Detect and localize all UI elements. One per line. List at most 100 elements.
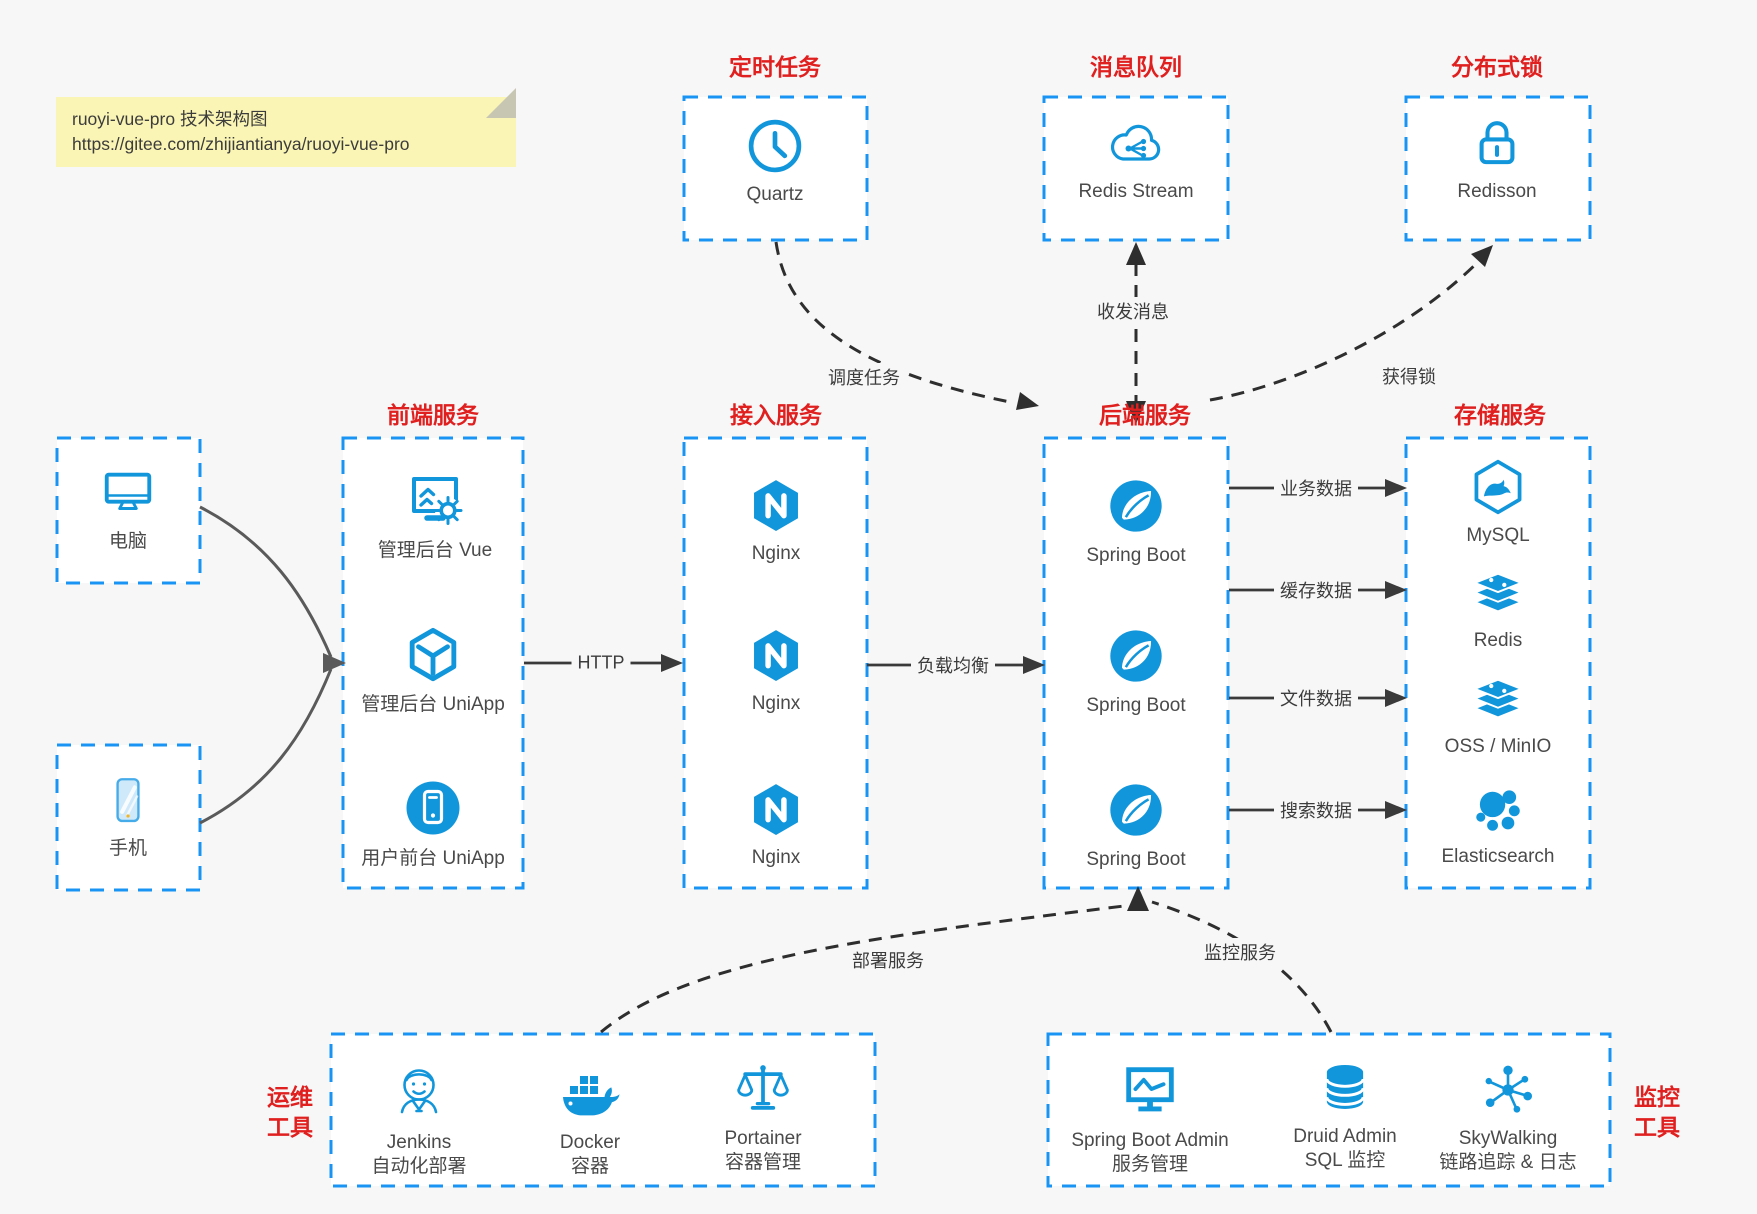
clock-icon: [748, 119, 802, 173]
title-mq: 消息队列: [1090, 54, 1182, 80]
edge-label-file-data: 文件数据: [1274, 684, 1358, 712]
mq-box: [1042, 95, 1230, 242]
admin-screen-gear-icon: [412, 477, 463, 525]
app-circle-icon: [406, 781, 460, 835]
jenkins-icon: [400, 1069, 438, 1114]
edge-label-business-data: 业务数据: [1274, 474, 1358, 502]
node-admin-uniapp: 管理后台 UniApp: [318, 624, 548, 717]
solid-arrowheads: [661, 479, 1407, 819]
node-label-redis: Redis: [1473, 630, 1523, 651]
monitor-arrow: [1151, 900, 1333, 1033]
note-fold-corner: [486, 88, 516, 118]
node-sub-portainer: 容器管理: [724, 1152, 801, 1173]
phone-icon: [116, 778, 140, 823]
node-sub-skywalking: 链路追踪 & 日志: [1439, 1152, 1577, 1173]
node-label-jenkins: Jenkins: [386, 1132, 452, 1153]
nginx-icon: [754, 480, 798, 532]
nginx-icon: [754, 630, 798, 682]
title-lock: 分布式锁: [1451, 54, 1543, 80]
node-label-docker: Docker: [559, 1132, 621, 1153]
node-sub-spring-boot-admin: 服务管理: [1111, 1154, 1188, 1175]
node-redis-stream: Redis Stream: [1021, 113, 1251, 204]
node-elasticsearch: Elasticsearch: [1383, 780, 1613, 869]
title-monitoring: 监控 工具: [1634, 1082, 1680, 1142]
title-backend: 后端服务: [1099, 402, 1191, 428]
edge-label-http: HTTP: [571, 651, 631, 675]
sticky-note: ruoyi-vue-pro 技术架构图 https://gitee.com/zh…: [56, 88, 516, 167]
lock-icon: [1479, 121, 1515, 165]
cloud-stream-icon: [1110, 124, 1161, 161]
node-admin-vue: 管理后台 Vue: [320, 472, 550, 563]
node-label-nginx-2: Nginx: [751, 693, 801, 714]
spring-boot-icon: [1110, 630, 1162, 682]
node-redisson: Redisson: [1382, 115, 1612, 204]
computer-to-frontend-arrow: [199, 505, 333, 658]
node-label-redisson: Redisson: [1457, 181, 1537, 202]
node-sub-druid-admin: SQL 监控: [1304, 1150, 1386, 1171]
node-sub-docker: 容器: [570, 1156, 609, 1177]
note-url: https://gitee.com/zhijiantianya/ruoyi-vu…: [72, 134, 410, 154]
dashed-arrowheads: [1016, 242, 1493, 911]
database-icon: [1325, 1064, 1365, 1109]
node-portainer: Portainer 容器管理: [648, 1060, 878, 1175]
node-label-nginx-3: Nginx: [751, 847, 801, 868]
node-spring-boot-2: Spring Boot: [1021, 625, 1251, 718]
node-label-quartz: Quartz: [746, 184, 804, 205]
node-docker: Docker 容器: [475, 1060, 705, 1179]
computer-icon: [104, 472, 152, 510]
title-monitoring-line2: 工具: [1634, 1114, 1680, 1140]
node-oss-minio: OSS / MinIO: [1383, 672, 1613, 759]
node-label-computer: 电脑: [108, 531, 147, 552]
node-nginx-2: Nginx: [661, 627, 891, 716]
edge-label-load-balance: 负载均衡: [911, 651, 995, 679]
solid-arrows: [524, 486, 1386, 812]
node-label-skywalking: SkyWalking: [1458, 1128, 1558, 1149]
title-ops-line1: 运维: [267, 1084, 313, 1110]
schedule-arrow: [774, 241, 1011, 404]
computer-box: [55, 436, 202, 585]
mysql-icon: [1474, 459, 1522, 515]
spring-boot-icon: [1110, 784, 1162, 836]
node-user-uniapp: 用户前台 UniApp: [318, 776, 548, 871]
edge-label-search-data: 搜索数据: [1274, 796, 1358, 824]
title-storage: 存储服务: [1454, 402, 1546, 428]
deploy-arrow: [600, 904, 1125, 1034]
edge-label-deploy: 部署服务: [846, 946, 930, 974]
node-nginx-3: Nginx: [661, 781, 891, 870]
title-monitoring-line1: 监控: [1634, 1084, 1680, 1110]
node-label-spring-boot-3: Spring Boot: [1086, 849, 1186, 870]
node-spring-boot-3: Spring Boot: [1021, 779, 1251, 872]
phone-to-frontend-arrow: [199, 668, 333, 825]
node-label-admin-vue: 管理后台 Vue: [377, 540, 493, 561]
acquire-lock-arrow: [1209, 258, 1482, 402]
cube-icon: [409, 627, 457, 682]
edge-label-acquire-lock: 获得锁: [1376, 362, 1442, 390]
node-spring-boot-1: Spring Boot: [1021, 475, 1251, 568]
node-label-spring-boot-1: Spring Boot: [1086, 545, 1186, 566]
node-sub-jenkins: 自动化部署: [371, 1156, 467, 1177]
title-frontend: 前端服务: [387, 402, 479, 428]
node-label-admin-uniapp: 管理后台 UniApp: [361, 694, 505, 715]
node-phone: 手机: [13, 772, 243, 861]
node-label-oss-minio: OSS / MinIO: [1444, 736, 1552, 757]
node-label-phone: 手机: [108, 838, 147, 859]
dashed-arrows: [600, 241, 1482, 1034]
client-arrows: [199, 505, 333, 825]
nginx-icon: [754, 784, 798, 836]
node-label-druid-admin: Druid Admin: [1293, 1126, 1397, 1147]
docker-icon: [563, 1076, 620, 1116]
node-nginx-1: Nginx: [661, 477, 891, 566]
title-gateway: 接入服务: [730, 402, 822, 428]
title-ops-line2: 工具: [267, 1114, 313, 1140]
node-label-spring-boot-2: Spring Boot: [1086, 695, 1186, 716]
node-redis: Redis: [1383, 566, 1613, 653]
node-mysql: MySQL: [1383, 457, 1613, 548]
node-computer: 电脑: [13, 465, 243, 554]
node-label-mysql: MySQL: [1466, 525, 1530, 546]
title-scheduler: 定时任务: [729, 54, 821, 80]
node-label-redis-stream: Redis Stream: [1078, 181, 1194, 202]
redis-icon: [1473, 572, 1523, 613]
node-label-spring-boot-admin: Spring Boot Admin: [1071, 1130, 1229, 1151]
node-label-portainer: Portainer: [724, 1128, 802, 1149]
